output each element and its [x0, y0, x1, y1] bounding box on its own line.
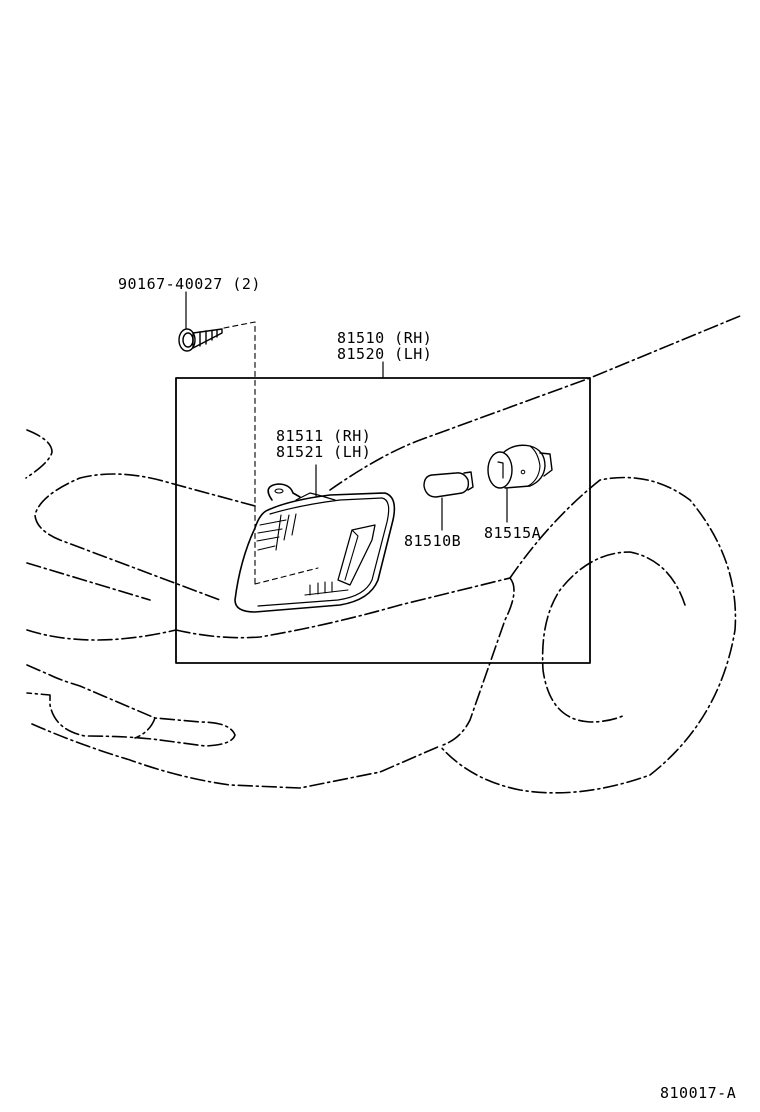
car-body-outline: [25, 315, 741, 794]
callout-bulb: 81510B: [404, 532, 462, 550]
bulb-drawing: [423, 471, 474, 498]
callout-lamp-assy-rh: 81510 (RH): [337, 329, 433, 347]
screw-drawing: [178, 328, 223, 352]
lamp-lens-drawing: [234, 483, 396, 613]
callout-lamp-assy-lh: 81520 (LH): [337, 345, 433, 363]
callout-socket: 81515A: [484, 524, 542, 542]
callout-screw-part-number: 90167-40027 (2): [118, 275, 261, 293]
socket-drawing: [487, 444, 553, 489]
callout-lens-lh: 81521 (LH): [276, 443, 372, 461]
assembly-frame: [175, 377, 591, 664]
callout-lens-rh: 81511 (RH): [276, 427, 372, 445]
figure-code: 810017-A: [660, 1084, 737, 1102]
